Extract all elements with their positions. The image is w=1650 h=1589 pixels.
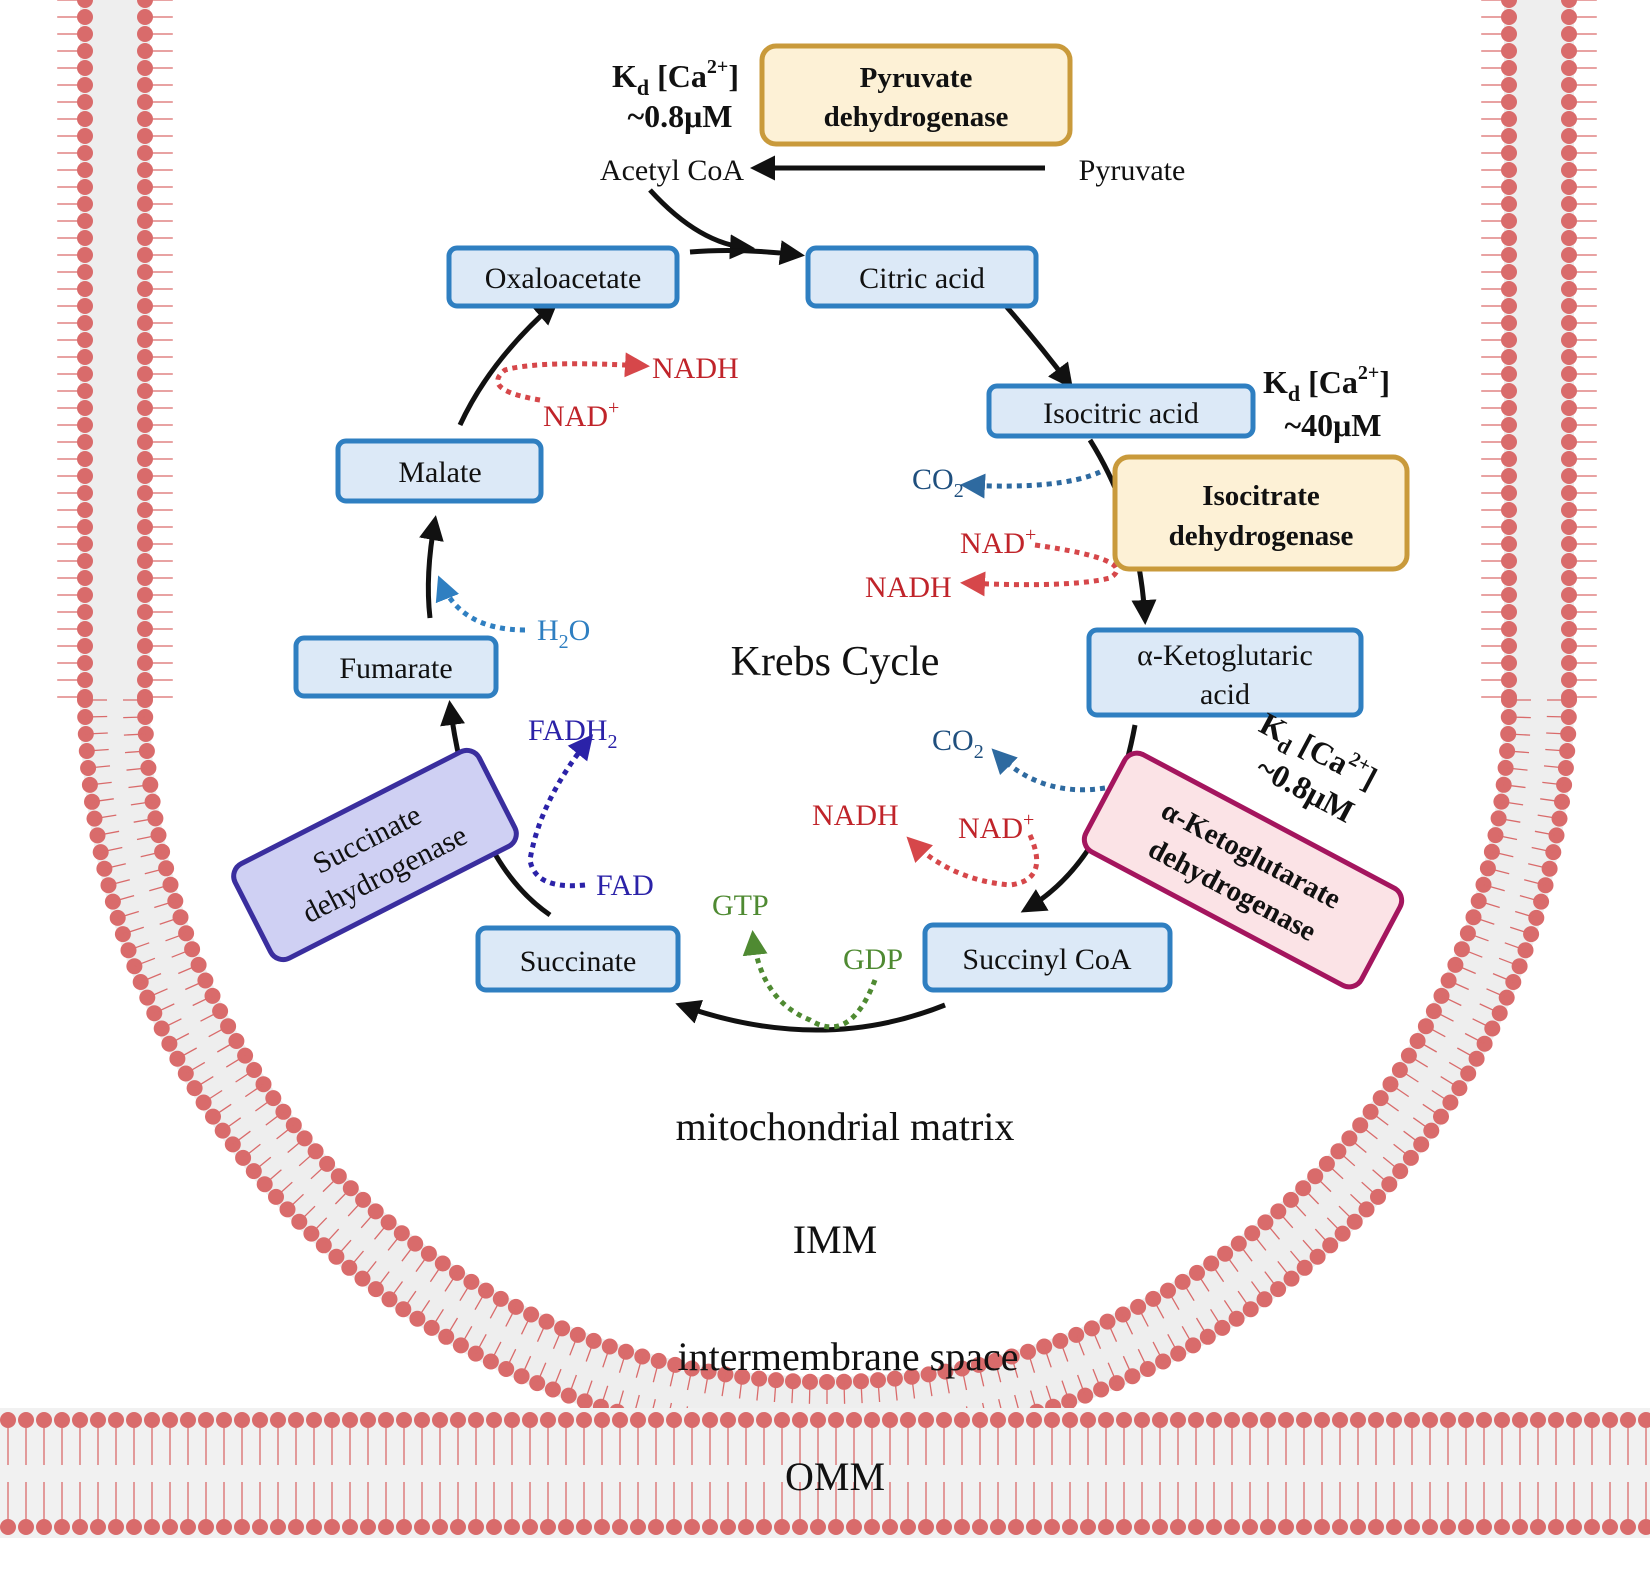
isocitric-acid-label: Isocitric acid: [1043, 397, 1199, 430]
metabolite-citric-acid[interactable]: Citric acid: [805, 245, 1039, 309]
idh-label-line1: Isocitrate: [1202, 480, 1320, 512]
akg-label-line2: acid: [1200, 678, 1250, 711]
citric-acid-label: Citric acid: [859, 262, 985, 295]
pdh-label-line1: Pyruvate: [860, 62, 973, 94]
oxaloacetate-label: Oxaloacetate: [485, 262, 642, 295]
fadh2-label: FADH2: [528, 714, 617, 753]
metabolite-alpha-ketoglutaric-acid[interactable]: α-Ketoglutaric acid: [1086, 627, 1364, 718]
succinate-label: Succinate: [520, 945, 637, 978]
pyruvate-label: Pyruvate: [1079, 154, 1186, 187]
svg-text:~0.8μM: ~0.8μM: [628, 98, 733, 134]
h2o-label: H2O: [537, 614, 590, 653]
metabolite-succinyl-coa[interactable]: Succinyl CoA: [922, 922, 1173, 993]
enzyme-isocitrate-dehydrogenase[interactable]: Isocitrate dehydrogenase: [1112, 454, 1410, 572]
nadh-label-malate: NADH: [652, 352, 739, 385]
mitochondrial-matrix-label: mitochondrial matrix: [676, 1104, 1015, 1149]
nad-label-akgdh: NAD+: [958, 809, 1034, 845]
svg-text:~40μM: ~40μM: [1285, 407, 1382, 443]
imm-label: IMM: [793, 1217, 877, 1262]
metabolite-isocitric-acid[interactable]: Isocitric acid: [986, 383, 1256, 439]
enzyme-alpha-ketoglutarate-dehydrogenase[interactable]: α-Ketoglutarate dehydrogenase: [1079, 748, 1406, 992]
nad-label-malate: NAD+: [543, 397, 619, 433]
svg-text:Kd[Ca2+]: Kd[Ca2+]: [1263, 362, 1390, 406]
fumarate-label: Fumarate: [339, 652, 452, 685]
cofactor-arrows: [435, 352, 1120, 1030]
nad-label-idh: NAD+: [960, 524, 1036, 560]
metabolite-fumarate[interactable]: Fumarate: [293, 635, 499, 699]
succinyl-coa-label: Succinyl CoA: [962, 943, 1131, 976]
omm-label: OMM: [785, 1454, 885, 1499]
idh-label-line2: dehydrogenase: [1169, 520, 1354, 552]
intermembrane-space-label: intermembrane space: [678, 1334, 1019, 1379]
malate-label: Malate: [398, 456, 481, 489]
enzyme-pyruvate-dehydrogenase[interactable]: Pyruvate dehydrogenase: [759, 43, 1073, 147]
fad-label: FAD: [596, 869, 654, 902]
pdh-label-line2: dehydrogenase: [824, 101, 1009, 133]
acetyl-coa-label: Acetyl CoA: [600, 154, 744, 187]
kd-label-pdh: Kd[Ca2+] ~0.8μM: [612, 56, 739, 134]
svg-text:Kd[Ca2+]: Kd[Ca2+]: [612, 56, 739, 100]
kd-label-idh: Kd[Ca2+] ~40μM: [1263, 362, 1390, 443]
outer-membrane: [0, 1408, 1650, 1538]
co2-label-akgdh: CO2: [932, 724, 984, 763]
diagram-title: Krebs Cycle: [731, 639, 940, 685]
akg-label-line1: α-Ketoglutaric: [1137, 639, 1313, 672]
metabolite-succinate[interactable]: Succinate: [475, 925, 681, 993]
nadh-label-akgdh: NADH: [812, 799, 899, 832]
kd-label-akgdh: Kd[Ca2+] ~0.8μM: [1251, 705, 1383, 830]
nadh-label-idh: NADH: [865, 571, 952, 604]
co2-label-idh: CO2: [912, 463, 964, 502]
gtp-label: GTP: [712, 889, 769, 922]
metabolite-malate[interactable]: Malate: [335, 438, 544, 504]
gdp-label: GDP: [843, 943, 903, 976]
metabolite-oxaloacetate[interactable]: Oxaloacetate: [446, 245, 680, 309]
